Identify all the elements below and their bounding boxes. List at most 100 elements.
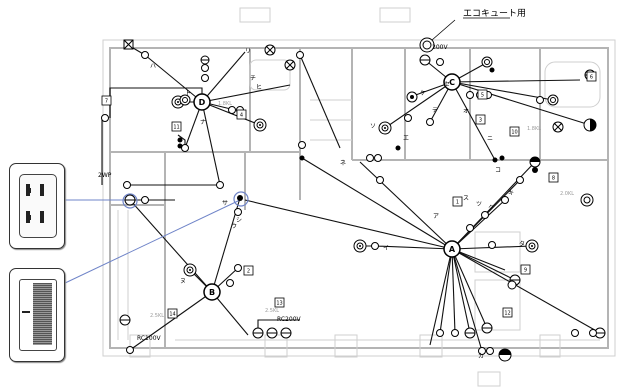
- switch-markers: [101, 51, 597, 355]
- numbered-box-label: 1: [452, 196, 463, 207]
- switch-symbol: [499, 155, 505, 161]
- switch-symbol: [589, 329, 597, 337]
- small-annotations: 2WP RC200V RC100V 2.5KL 2.5KL 2.0KL 1.8K…: [98, 101, 574, 342]
- floor-plan-walls: [102, 7, 616, 387]
- numbered-box-label: 11: [171, 121, 182, 132]
- hub-b: B: [203, 283, 221, 301]
- numbered-box-label: 13: [274, 297, 285, 308]
- svg-text:7: 7: [105, 99, 108, 105]
- switch-symbol: [516, 176, 524, 184]
- circuit-letter-label: チ: [250, 75, 256, 82]
- circuit-letter-label: ク: [488, 205, 494, 212]
- svg-text:13: 13: [276, 301, 282, 307]
- switch-symbol: [228, 106, 236, 114]
- circuit-letter-label: セ: [444, 81, 450, 88]
- numbered-box-label: 10: [509, 126, 520, 137]
- svg-text:2: 2: [247, 269, 250, 275]
- title-block: エコキュート用 200V: [419, 8, 526, 53]
- svg-text:10: 10: [511, 130, 517, 136]
- numbered-box-label: 9: [520, 264, 531, 275]
- switch-symbol: [488, 241, 496, 249]
- switch-symbol: [436, 329, 444, 337]
- hub-a: A: [443, 240, 461, 258]
- circuit-letter-label: ウ: [231, 222, 237, 230]
- circuit-letter-label: サ: [222, 200, 228, 207]
- light-fixture-symbol: [378, 121, 392, 135]
- rc200v-label: RC200V: [277, 316, 302, 323]
- switch-symbol: [296, 51, 304, 59]
- switch-symbol: [371, 242, 379, 250]
- outlet-symbol: [507, 280, 517, 290]
- switch-symbol: [436, 58, 444, 66]
- svg-text:8: 8: [552, 176, 555, 182]
- switch-symbol: [376, 176, 384, 184]
- circuit-letter-label: タ: [519, 240, 525, 248]
- outlet-symbol: [481, 322, 493, 334]
- light-fixture-symbol: [547, 94, 559, 106]
- svg-text:5: 5: [481, 93, 484, 99]
- circuit-letter-label: ナ: [200, 119, 206, 126]
- circuit-letter-label: ト: [185, 90, 191, 97]
- circuit-letter-label: ケ: [420, 90, 426, 97]
- outlet-symbol: [124, 194, 136, 206]
- switch-symbol: [481, 211, 489, 219]
- numbered-box-label: 4: [236, 109, 247, 120]
- switch-symbol: [226, 279, 234, 287]
- ecocute-voltage: 200V: [432, 44, 448, 51]
- circuit-letter-label: オ: [463, 108, 469, 115]
- switch-symbol: [234, 208, 242, 216]
- svg-text:6: 6: [590, 75, 593, 81]
- switch-symbol: [492, 157, 498, 163]
- switch-symbol: [536, 96, 544, 104]
- svg-text:1: 1: [456, 200, 459, 206]
- switch-symbol: [141, 196, 149, 204]
- switch-symbol: [201, 64, 209, 72]
- numbered-box-label: 7: [101, 95, 112, 106]
- light-fixture-symbol: [583, 118, 597, 132]
- ecocute-title: エコキュート用: [463, 8, 526, 19]
- switch-symbol: [571, 329, 579, 337]
- light-fixture-symbol: [264, 44, 276, 56]
- switch-symbol: [374, 154, 382, 162]
- numbered-box-label: 8: [548, 172, 559, 183]
- svg-text:12: 12: [504, 311, 510, 317]
- svg-text:4: 4: [240, 113, 243, 119]
- switch-symbol: [216, 181, 224, 189]
- switch-symbol: [489, 67, 495, 73]
- light-fixture-symbol: [299, 155, 305, 161]
- hub-d: D: [193, 93, 211, 111]
- svg-text:A: A: [449, 245, 456, 254]
- circuit-letter-label: ソ: [370, 123, 376, 130]
- circuit-letter-label: ヒ: [256, 84, 262, 91]
- light-fixture-symbol: [525, 239, 539, 253]
- spec-label: 2.5KL: [150, 313, 164, 319]
- circuit-letter-label: ツ: [476, 201, 482, 208]
- light-fixtures: [171, 38, 597, 362]
- svg-text:B: B: [209, 288, 215, 297]
- wide-switch-icon: [19, 279, 57, 351]
- numbered-box-label: 5: [477, 89, 488, 100]
- switch-symbol: [177, 137, 183, 143]
- light-fixture-symbol: [395, 145, 401, 151]
- switch-symbol: [501, 196, 509, 204]
- light-fixture-symbol: [552, 121, 564, 133]
- circuit-letter-label: エ: [403, 135, 409, 142]
- numbered-box-label: 14: [167, 308, 178, 319]
- light-fixture-symbol: [179, 94, 191, 106]
- switch-symbol: [366, 154, 374, 162]
- switch-symbol: [126, 346, 134, 354]
- switch-symbol: [478, 347, 486, 355]
- svg-text:11: 11: [173, 125, 179, 131]
- svg-text:C: C: [449, 78, 455, 87]
- circuit-letter-label: リ: [245, 48, 251, 55]
- switch-symbol: [101, 114, 109, 122]
- switch-symbol: [451, 329, 459, 337]
- numbered-box-labels: 1 2 3 4 5 6 7 8 9 10 11 12 13 14: [101, 71, 597, 319]
- outlet-symbol: [119, 314, 131, 326]
- rc100v-label: RC100V: [137, 335, 162, 342]
- light-fixture-symbol: [529, 156, 541, 168]
- outlet-symbol: [200, 55, 210, 65]
- outlet-detail-callout: [9, 163, 65, 249]
- double-outlet-icon: [19, 174, 57, 238]
- numbered-box-label: 2: [243, 265, 254, 276]
